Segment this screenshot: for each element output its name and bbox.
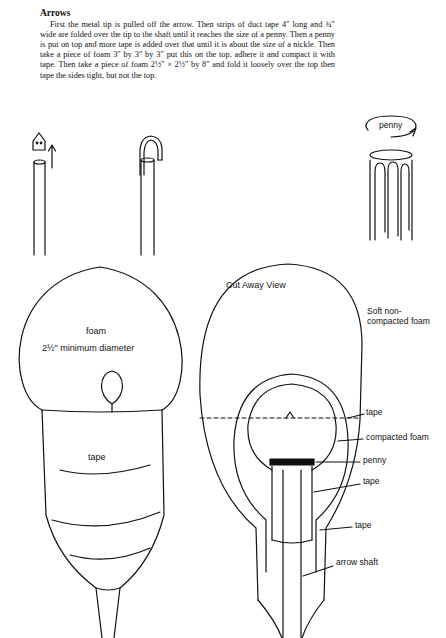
arrow-tip-step bbox=[33, 133, 56, 255]
tape-label: tape bbox=[363, 477, 380, 487]
tape-fold-step bbox=[140, 136, 162, 255]
instructions-note: First the metal tip is pulled off the ar… bbox=[40, 20, 335, 81]
penny-label: penny bbox=[379, 121, 402, 131]
soft-foam-label: Soft non-compacted foam bbox=[367, 307, 442, 327]
view-title: Cut Away View bbox=[226, 280, 286, 290]
title: Arrows bbox=[40, 8, 70, 19]
foam-label: foam bbox=[86, 326, 106, 336]
finished-arrow bbox=[19, 267, 182, 638]
tape-label: tape bbox=[366, 408, 383, 418]
penny-label: penny bbox=[363, 456, 386, 466]
arrow-shaft-label: arrow shaft bbox=[336, 558, 378, 568]
cut-away-arrow bbox=[200, 264, 364, 638]
tape-label: tape bbox=[88, 452, 106, 462]
diameter-dimension: 2½" minimum diameter bbox=[42, 343, 134, 353]
penny-step bbox=[366, 116, 416, 240]
compacted-foam-label: compacted foam bbox=[366, 433, 429, 443]
tape-label: tape bbox=[355, 521, 372, 531]
